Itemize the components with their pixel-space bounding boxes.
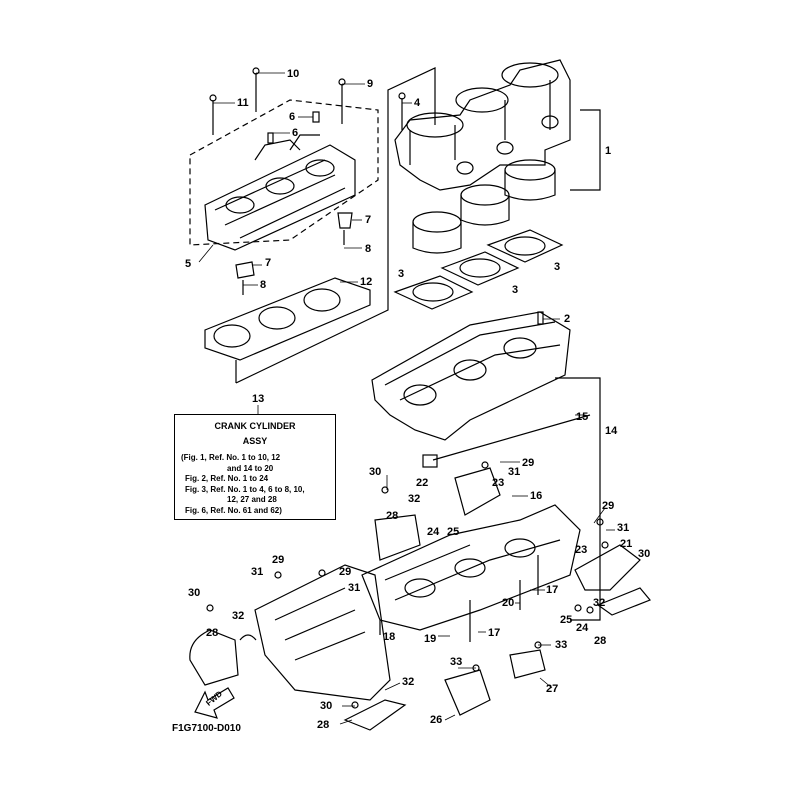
callout-12[interactable]: 12: [360, 276, 373, 288]
damper-26: [444, 669, 491, 716]
callout-6b[interactable]: 6: [292, 127, 299, 139]
mount-23b: [574, 544, 641, 591]
crankcase-upper: [371, 311, 571, 441]
callout-32c[interactable]: 32: [593, 597, 606, 609]
callout-28d[interactable]: 28: [317, 719, 330, 731]
assy-line: Fig. 6, Ref. No. 61 and 62): [185, 505, 282, 515]
assy-line: (Fig. 1, Ref. No. 1 to 10, 12: [181, 453, 281, 462]
callout-20[interactable]: 20: [502, 597, 515, 609]
callout-30d[interactable]: 30: [320, 700, 333, 712]
callout-8b[interactable]: 8: [260, 279, 267, 291]
callout-29b[interactable]: 29: [602, 500, 615, 512]
callout-32a[interactable]: 32: [408, 493, 421, 505]
cylinder-block: [394, 59, 571, 191]
mount-28b: [189, 629, 239, 686]
callout-24b[interactable]: 24: [576, 622, 589, 634]
mount-28c: [596, 587, 651, 616]
callout-22[interactable]: 22: [416, 477, 429, 489]
callout-11[interactable]: 11: [237, 97, 249, 109]
callout-32d[interactable]: 32: [402, 676, 415, 688]
callout-30b[interactable]: 30: [638, 548, 651, 560]
callout-2[interactable]: 2: [564, 313, 571, 325]
callout-25b[interactable]: 25: [560, 614, 573, 626]
callout-19[interactable]: 19: [424, 633, 437, 645]
crank-cylinder-assy-box: CRANK CYLINDER ASSY (Fig. 1, Ref. No. 1 …: [174, 414, 336, 520]
callout-30a[interactable]: 30: [369, 466, 382, 478]
callout-3a[interactable]: 3: [554, 261, 561, 273]
callout-28c[interactable]: 28: [206, 627, 219, 639]
callout-10[interactable]: 10: [287, 68, 300, 80]
callout-15[interactable]: 15: [576, 411, 589, 423]
callout-32b[interactable]: 32: [232, 610, 245, 622]
callout-7b[interactable]: 7: [265, 257, 272, 269]
callout-28a[interactable]: 28: [386, 510, 399, 522]
cylinder-gaskets: [393, 229, 564, 310]
pistons: [412, 159, 556, 254]
crankcase-lower: [361, 504, 581, 642]
callout-13[interactable]: 13: [252, 393, 265, 405]
callout-8a[interactable]: 8: [365, 243, 372, 255]
callout-5[interactable]: 5: [185, 258, 192, 270]
callout-31a[interactable]: 31: [508, 466, 521, 478]
figure-code: F1G7100-D010: [172, 723, 241, 734]
callout-30c[interactable]: 30: [188, 587, 201, 599]
callout-4[interactable]: 4: [414, 97, 421, 109]
callout-16[interactable]: 16: [530, 490, 543, 502]
mount-22: [454, 467, 501, 516]
callout-7a[interactable]: 7: [365, 214, 372, 226]
assy-line: 12, 27 and 28: [227, 495, 277, 504]
callout-26[interactable]: 26: [430, 714, 443, 726]
callout-1[interactable]: 1: [605, 145, 612, 157]
assy-title: CRANK CYLINDER: [214, 421, 296, 431]
fwd-arrow: [194, 687, 235, 719]
callout-25a[interactable]: 25: [447, 526, 460, 538]
callout-6a[interactable]: 6: [289, 111, 296, 123]
callout-17a[interactable]: 17: [546, 584, 559, 596]
callout-31d[interactable]: 31: [348, 582, 361, 594]
cylinder-head: [204, 134, 356, 251]
callout-3c[interactable]: 3: [512, 284, 519, 296]
callout-29d[interactable]: 29: [339, 566, 352, 578]
callout-3b[interactable]: 3: [398, 268, 405, 280]
callout-28b[interactable]: 28: [594, 635, 607, 647]
assy-subtitle: ASSY: [242, 436, 268, 446]
mount-28a: [374, 514, 421, 561]
callout-33a[interactable]: 33: [450, 656, 463, 668]
callout-29c[interactable]: 29: [272, 554, 285, 566]
assy-line: and 14 to 20: [227, 463, 274, 473]
assy-line: Fig. 2, Ref. No. 1 to 24: [185, 474, 269, 483]
callout-23b[interactable]: 23: [575, 544, 588, 556]
callout-9[interactable]: 9: [367, 78, 374, 90]
callout-27[interactable]: 27: [546, 683, 559, 695]
callout-14[interactable]: 14: [605, 425, 618, 437]
callout-23a[interactable]: 23: [492, 477, 505, 489]
callout-18[interactable]: 18: [383, 631, 396, 643]
callout-17b[interactable]: 17: [488, 627, 501, 639]
callout-31c[interactable]: 31: [251, 566, 264, 578]
sensor-7b: [235, 261, 255, 279]
callout-31b[interactable]: 31: [617, 522, 630, 534]
callout-33b[interactable]: 33: [555, 639, 568, 651]
callout-24a[interactable]: 24: [427, 526, 440, 538]
callout-21[interactable]: 21: [620, 538, 633, 550]
head-gasket: [204, 277, 371, 361]
cover-plate: [254, 564, 391, 701]
head-group-outline: [189, 99, 379, 246]
mount-28d: [343, 699, 407, 731]
callout-29a[interactable]: 29: [522, 457, 535, 469]
assy-line: Fig. 3, Ref. No. 1 to 4, 6 to 8, 10,: [185, 484, 305, 494]
damper-27: [509, 649, 546, 679]
sensor-7a: [337, 212, 353, 229]
